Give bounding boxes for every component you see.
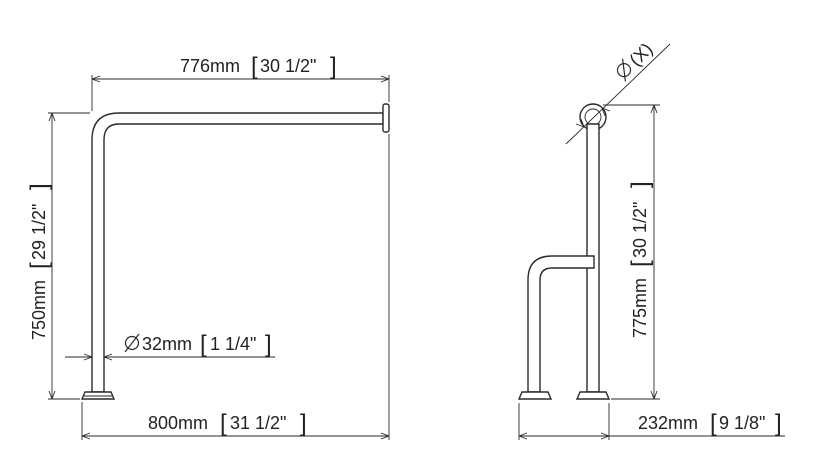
diameter-symbol-icon (616, 58, 632, 82)
front-top-width-value: 776mm (180, 56, 240, 76)
front-view: 776mm [ 30 1/2" ] 750mm [ 29 1/2" ] 32mm… (26, 53, 390, 440)
front-floor-flange (80, 391, 116, 400)
side-height-imperial: 30 1/2" (630, 202, 650, 258)
side-floor-flange-right (575, 391, 611, 400)
side-view: (X) 775mm [ 30 1/2" ] 232mm [ 9 1/8" ] (517, 39, 785, 440)
side-depth-imperial: 9 1/8" (719, 413, 765, 433)
bracket-open: [ (627, 260, 654, 267)
front-base-width-imperial: 31 1/2" (230, 413, 286, 433)
front-pipe-diameter-value: 32mm (142, 334, 192, 354)
front-base-width-value: 800mm (148, 413, 208, 433)
front-height-imperial: 29 1/2" (29, 204, 49, 260)
bracket-open: [ (26, 262, 53, 269)
front-height-value: 750mm (29, 280, 49, 340)
side-depth-value: 232mm (638, 413, 698, 433)
bracket-open: [ (251, 53, 258, 80)
bracket-close: ] (330, 53, 337, 80)
bracket-open: [ (220, 410, 227, 437)
side-floor-flange-left (517, 391, 553, 400)
bracket-close: ] (300, 410, 307, 437)
side-diameter-value: (X) (625, 39, 656, 70)
bracket-close: ] (265, 331, 272, 358)
front-top-width-imperial: 30 1/2" (260, 56, 316, 76)
bracket-open: [ (710, 410, 717, 437)
side-lower-leg (527, 255, 595, 393)
diameter-symbol-icon (124, 333, 140, 353)
bracket-close: ] (775, 410, 782, 437)
front-pipe-diameter-imperial: 1 1/4" (210, 334, 256, 354)
bracket-open: [ (200, 331, 207, 358)
bracket-close: ] (26, 183, 53, 190)
front-wall-flange (382, 103, 390, 133)
side-height-value: 775mm (630, 278, 650, 338)
bracket-close: ] (627, 181, 654, 188)
